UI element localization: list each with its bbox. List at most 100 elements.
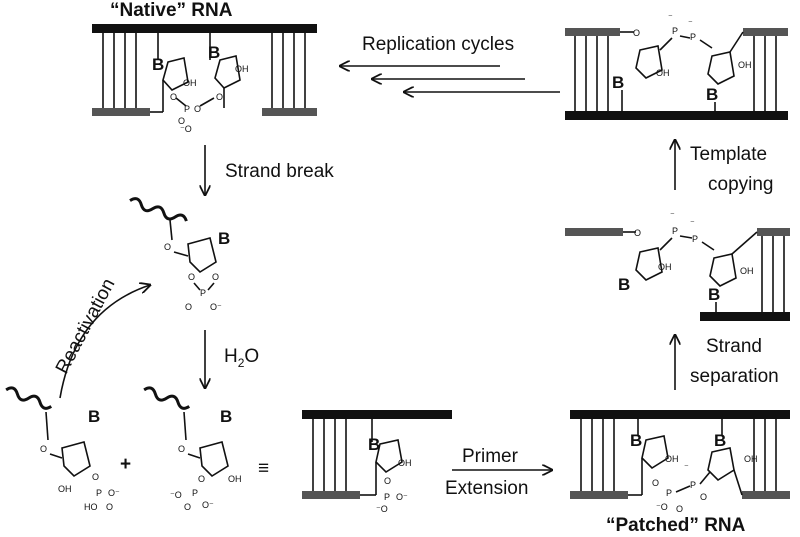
svg-text:P: P — [666, 488, 672, 498]
svg-text:P: P — [690, 32, 696, 42]
svg-text:O⁻: O⁻ — [396, 492, 408, 502]
svg-text:P: P — [192, 488, 198, 498]
svg-text:⁻O: ⁻O — [656, 502, 668, 512]
svg-text:O: O — [198, 474, 205, 484]
svg-text:⁻: ⁻ — [670, 210, 675, 220]
strand-break-label: Strand break — [225, 161, 334, 182]
native-rna-title: “Native” RNA — [110, 0, 233, 21]
patched-rna-title: “Patched” RNA — [606, 515, 746, 536]
equivalent-sign: ≡ — [258, 458, 269, 479]
primer-strand — [302, 491, 360, 499]
svg-text:OH: OH — [740, 266, 754, 276]
svg-text:O: O — [384, 476, 391, 486]
svg-text:OH: OH — [738, 60, 752, 70]
extension-label: Extension — [445, 478, 528, 499]
base-pair-rungs-mid — [761, 236, 785, 312]
svg-text:⁻: ⁻ — [684, 462, 689, 472]
svg-text:O: O — [188, 272, 195, 282]
svg-text:O⁻: O⁻ — [210, 302, 222, 312]
patched-nucleotide-2: B OH — [707, 419, 758, 496]
copying-label: copying — [708, 174, 774, 195]
svg-text:P: P — [672, 26, 678, 36]
svg-text:B: B — [708, 285, 720, 304]
base-pair-rungs-tl — [574, 36, 609, 111]
svg-text:O: O — [178, 444, 185, 454]
svg-text:P: P — [200, 288, 206, 298]
separation-label: separation — [690, 366, 779, 387]
svg-text:P: P — [384, 492, 390, 502]
svg-text:O: O — [185, 302, 192, 312]
svg-text:OH: OH — [58, 484, 72, 494]
svg-text:OH: OH — [235, 64, 249, 74]
svg-text:B: B — [88, 407, 100, 426]
base-pair-rungs-tr — [753, 36, 777, 111]
base-pair-rungs-pr — [753, 419, 777, 491]
svg-text:O: O — [92, 472, 99, 482]
svg-text:O⁻: O⁻ — [108, 488, 120, 498]
nucleotide-tr-1: O B OH — [612, 28, 670, 111]
mid-nucleotide-2: OH B — [708, 231, 758, 312]
svg-text:B: B — [218, 229, 230, 248]
primer-strand-tr — [743, 28, 788, 36]
primer-strand-right — [262, 108, 317, 116]
template-strand-mid — [700, 312, 790, 321]
three-prime-phosphate-product: O B OH O P O⁻ HO O — [5, 386, 120, 512]
primer-strand-mid-right — [757, 228, 790, 236]
svg-text:O: O — [634, 228, 641, 238]
svg-text:⁻O: ⁻O — [180, 124, 192, 134]
svg-text:P: P — [184, 104, 190, 114]
base-pair-rungs-pl — [580, 419, 615, 491]
svg-text:O: O — [652, 478, 659, 488]
svg-text:P: P — [692, 234, 698, 244]
svg-text:OH: OH — [228, 474, 242, 484]
svg-text:OH: OH — [398, 458, 412, 468]
primer-strand-pr — [742, 491, 790, 499]
template-strand-bottom — [565, 111, 788, 120]
pyrophosphate-bridge: P P ⁻ ⁻ — [659, 12, 713, 51]
separated-strand-complex: O B OH P P ⁻ ⁻ OH B — [565, 210, 790, 321]
native-rna-duplex: “Native” RNA B OH O P O O — [92, 0, 317, 134]
strand-separation-step: Strand separation — [675, 335, 779, 390]
plus-sign: + — [120, 454, 131, 475]
copied-duplex: O B OH P P ⁻ ⁻ OH B — [565, 12, 788, 120]
two-prime-phosphate-product: O B O OH P ⁻O O⁻ O — [143, 386, 242, 512]
mid-pyrophosphate: P P ⁻ ⁻ — [659, 210, 715, 251]
svg-text:⁻: ⁻ — [688, 18, 693, 28]
svg-text:B: B — [612, 73, 624, 92]
cyclic-phosphate-nucleotide: O B O O P O O⁻ — [129, 197, 230, 312]
svg-text:B: B — [220, 407, 232, 426]
patched-nucleotide-1: B OH O — [628, 419, 679, 496]
svg-text:O: O — [184, 502, 191, 512]
base-pair-rungs-left — [102, 33, 137, 108]
base-pair-rungs-primer — [312, 419, 347, 491]
primer-strand-tl — [565, 28, 620, 36]
svg-text:P: P — [672, 226, 678, 236]
h2o-label: H2O — [224, 346, 259, 370]
svg-text:HO: HO — [84, 502, 98, 512]
template-strand-primer — [302, 410, 452, 419]
svg-text:P: P — [96, 488, 102, 498]
nucleotide-1: B OH O — [150, 33, 197, 113]
template-copying-step: Template copying — [675, 140, 774, 195]
svg-text:OH: OH — [665, 454, 679, 464]
mid-nucleotide-1: O B OH — [618, 228, 672, 294]
svg-text:B: B — [618, 275, 630, 294]
svg-text:B: B — [208, 43, 220, 62]
hydrolysis-step: H2O — [205, 330, 259, 388]
svg-text:B: B — [630, 431, 642, 450]
svg-text:O⁻: O⁻ — [202, 500, 214, 510]
template-strand-patched — [570, 410, 790, 419]
svg-text:O: O — [106, 502, 113, 512]
nucleotide-tr-2: OH B — [706, 31, 752, 111]
svg-text:⁻: ⁻ — [690, 218, 695, 228]
svg-text:B: B — [714, 431, 726, 450]
svg-text:O: O — [633, 28, 640, 38]
replication-cycles-label: Replication cycles — [362, 34, 514, 55]
svg-text:OH: OH — [658, 262, 672, 272]
svg-text:O: O — [700, 492, 707, 502]
template-label: Template — [690, 144, 767, 165]
primer-strand-mid — [565, 228, 623, 236]
svg-text:OH: OH — [656, 68, 670, 78]
svg-text:OH: OH — [183, 78, 197, 88]
